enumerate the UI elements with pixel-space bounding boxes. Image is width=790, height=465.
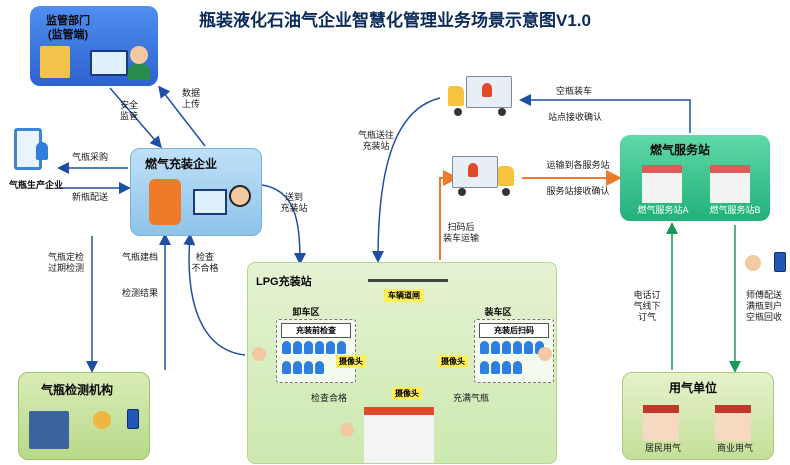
supervisor-subtitle: (监管端) xyxy=(47,29,89,41)
purchase-label: 气瓶采购 xyxy=(71,152,108,162)
arrow-send-station xyxy=(261,184,306,265)
wheel-icon xyxy=(502,188,510,196)
new-bottle-label: 新瓶配送 xyxy=(71,192,108,202)
lpg-station-node: LPG充装站 车辆道闸 卸车区 装车区 充装前检查 充装后扫码 摄像头 摄像头 … xyxy=(247,262,557,464)
data-upload-label: 数据上传 xyxy=(181,88,200,109)
lab-building-icon xyxy=(29,411,69,449)
safety-label: 安全监管 xyxy=(119,100,138,121)
truck-cab-icon xyxy=(448,86,464,106)
inspection-title: 气瓶检测机构 xyxy=(41,383,114,397)
flame-icon xyxy=(36,142,48,160)
flame-icon xyxy=(468,163,478,177)
archive-label: 气瓶建档 xyxy=(121,252,158,262)
order-label: 电话订气线下订气 xyxy=(633,290,661,322)
camera-label-right: 摄像头 xyxy=(438,355,468,368)
shop-icon xyxy=(715,405,751,441)
supervisor-title: 监管部门 xyxy=(46,15,90,27)
courier-icon xyxy=(745,255,761,271)
inspection-node: 气瓶检测机构 xyxy=(18,372,150,460)
arrow-empty-return xyxy=(519,94,691,133)
filling-company-node: 燃气充装企业 xyxy=(130,148,262,236)
scan-load-label: 扫码后装车运输 xyxy=(442,222,479,243)
check-pass-label: 检查合格 xyxy=(310,393,347,403)
phone-icon xyxy=(127,409,139,429)
pre-check-tag: 充装前检查 xyxy=(281,323,351,338)
truck-body-icon xyxy=(452,156,498,188)
worker-right-icon xyxy=(538,347,552,361)
station-receive-label: 站点接收确认 xyxy=(547,112,602,122)
camera-label-left: 摄像头 xyxy=(336,355,366,368)
producer-node: 气瓶生产企业 xyxy=(4,128,64,198)
gate-barrier-icon xyxy=(368,269,448,282)
cylinder-group xyxy=(479,340,551,380)
phone-icon xyxy=(774,252,786,272)
unload-zone-label: 卸车区 xyxy=(292,307,320,317)
supervisor-node: 监管部门 (监管端) xyxy=(30,6,158,86)
send-station-label: 送到充装站 xyxy=(280,192,308,213)
arrow-data-upload xyxy=(158,85,206,147)
periodic-check-label: 气瓶定检过期检测 xyxy=(47,252,84,273)
commercial-label: 商业用气 xyxy=(716,443,753,453)
arrow-check-fail xyxy=(183,233,246,356)
ship-station-label: 气瓶送往充装站 xyxy=(357,130,394,151)
arrow-ship-station xyxy=(372,97,441,263)
station-a-label: 燃气服务站A xyxy=(637,205,689,215)
shop-b-icon xyxy=(710,165,750,203)
check-fail-label: 检查不合格 xyxy=(191,252,219,273)
filling-machine-icon xyxy=(364,407,434,463)
empty-load-label: 空瓶装车 xyxy=(555,86,592,96)
arrow-safety-supervise xyxy=(109,87,162,149)
result-label: 检测结果 xyxy=(121,288,158,298)
camera-label-bottom: 摄像头 xyxy=(392,387,422,400)
monitor-icon xyxy=(90,50,128,76)
cylinder-tank-icon xyxy=(149,179,181,225)
wheel-icon xyxy=(454,108,462,116)
operator-icon xyxy=(229,185,251,207)
page-title: 瓶装液化石油气企业智慧化管理业务场景示意图V1.0 xyxy=(199,11,591,30)
deliver-label: 师傅配送满瓶到户空瓶回收 xyxy=(745,290,782,322)
service-station-node: 燃气服务站 燃气服务站A 燃气服务站B xyxy=(620,135,770,221)
truck-cab-icon xyxy=(498,166,514,186)
gas-user-title: 用气单位 xyxy=(669,381,718,395)
house-icon xyxy=(643,405,679,441)
cylinder-group xyxy=(281,340,353,380)
station-b-label: 燃气服务站B xyxy=(709,205,761,215)
load-zone-label: 装车区 xyxy=(484,307,512,317)
service-station-title: 燃气服务站 xyxy=(650,143,711,157)
wheel-icon xyxy=(458,188,466,196)
post-scan-tag: 充装后扫码 xyxy=(479,323,549,338)
lpg-station-title: LPG充装站 xyxy=(256,276,312,288)
producer-label: 气瓶生产企业 xyxy=(8,180,63,190)
empty-truck xyxy=(448,76,518,118)
filled-label: 充满气瓶 xyxy=(452,393,489,403)
filler-worker-icon xyxy=(340,423,354,437)
officer-icon xyxy=(130,46,148,64)
worker-left-icon xyxy=(252,347,266,361)
service-receive-label: 服务站接收确认 xyxy=(546,186,610,196)
inspector-icon xyxy=(93,411,111,429)
building-icon xyxy=(40,46,70,78)
filling-company-title: 燃气充装企业 xyxy=(145,157,218,171)
unload-zone: 充装前检查 xyxy=(276,319,356,383)
transport-label: 运输到各服务站 xyxy=(546,160,610,170)
monitor-icon xyxy=(193,189,227,215)
arrow-scan-load xyxy=(439,170,459,260)
gate-label: 车辆道闸 xyxy=(384,289,424,302)
resident-label: 居民用气 xyxy=(644,443,681,453)
shop-a-icon xyxy=(642,165,682,203)
gas-user-node: 用气单位 居民用气 商业用气 xyxy=(622,372,774,460)
flame-icon xyxy=(482,83,492,97)
wheel-icon xyxy=(498,108,506,116)
full-truck xyxy=(452,156,522,198)
